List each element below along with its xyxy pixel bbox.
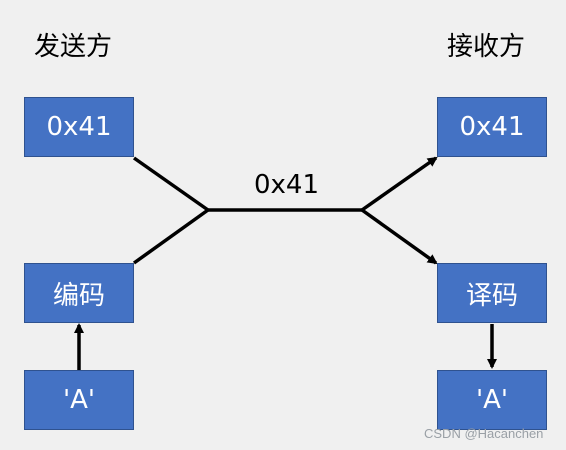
channel-label: 0x41 [254,170,320,200]
encode-to-channel-line [132,208,210,265]
watermark: CSDN @Hacanchen [424,426,544,441]
sender-value-box: 0x41 [24,97,134,157]
receiver-value-box: 0x41 [437,97,547,157]
receiver-char-box: 'A' [437,370,547,430]
receiver-heading: 接收方 [447,32,526,62]
sender-encode-box: 编码 [24,263,134,323]
channel-to-receiver-value-arrow [360,156,438,212]
sender-char-box: 'A' [24,370,134,430]
sender-heading: 发送方 [34,32,113,62]
sender-value-to-channel-line [132,156,210,212]
receiver-decode-box: 译码 [437,263,547,323]
channel-to-decode-arrow [360,208,438,265]
